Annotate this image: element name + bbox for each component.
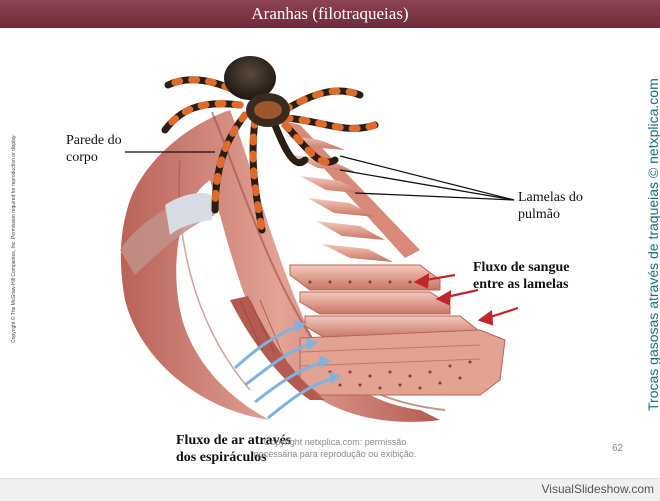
blood-flow-arrows bbox=[413, 272, 519, 326]
watermark: VisualSlideshow.com bbox=[541, 482, 654, 496]
bottom-bar bbox=[0, 478, 660, 501]
air-flow-arrowheads bbox=[294, 320, 341, 384]
page-number: 62 bbox=[612, 443, 624, 454]
striated-tissue bbox=[230, 296, 325, 400]
air-flow-arrows bbox=[233, 324, 336, 420]
spiracle-hairs bbox=[120, 193, 215, 275]
label-leader-lines bbox=[125, 151, 515, 201]
slide-title: Aranhas (filotraqueias) bbox=[0, 0, 660, 28]
lamellae-detail-block bbox=[289, 264, 506, 396]
tarantula-image bbox=[161, 56, 379, 234]
